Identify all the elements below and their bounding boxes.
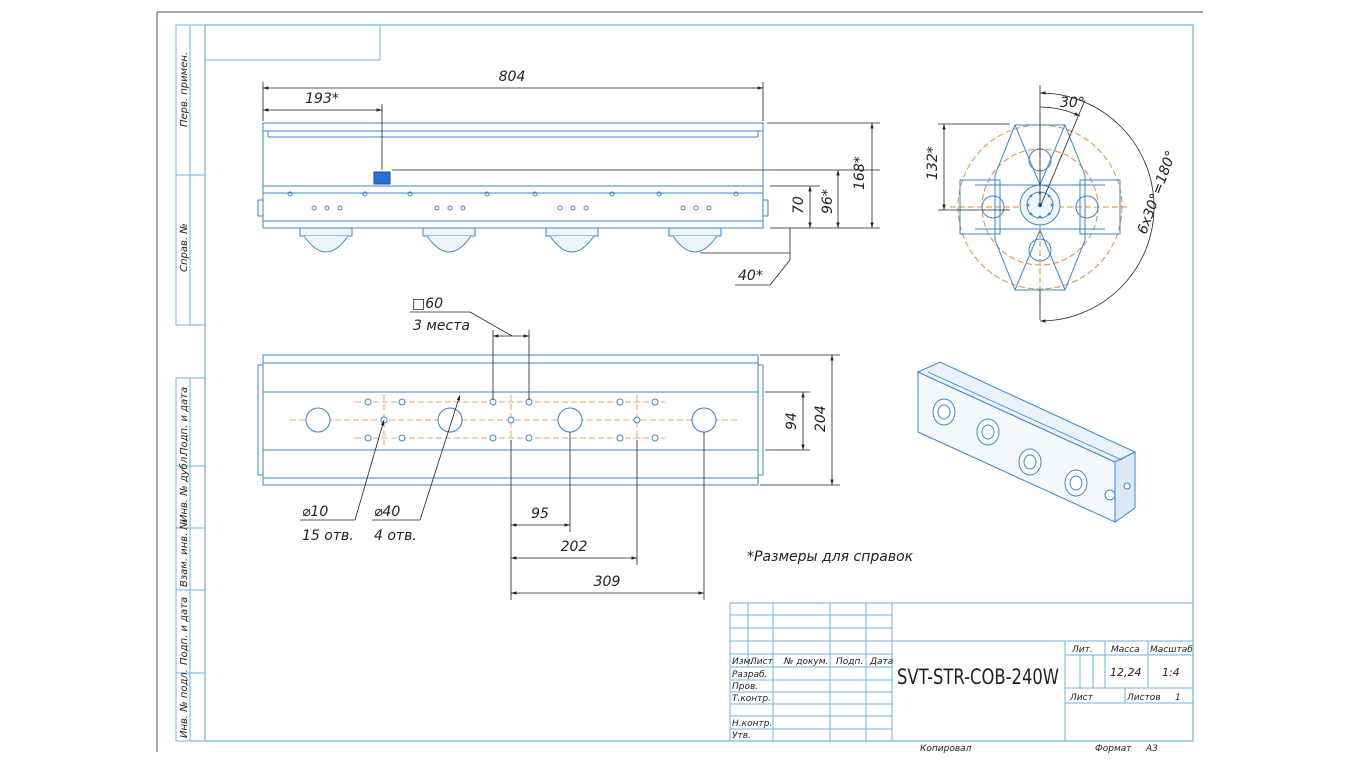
sidebar-podp-data-1: Подп. и дата [179,387,190,455]
dim-204: 204 [813,405,829,432]
dim-70: 70 [791,196,807,214]
row-prov: Пров. [732,682,758,692]
left-sidebar [175,24,206,742]
scale-label: Масштаб [1150,645,1193,655]
sidebar-sprav-no: Справ. № [179,223,190,272]
sidebar-inv-podl: Инв. № подл. [179,669,190,738]
format-value: A3 [1145,744,1158,754]
front-view: 804 193* 70 96* 168* 40* [257,69,880,286]
dim-193: 193* [305,91,339,107]
row-utv: Утв. [732,731,751,741]
sheet-label: Лист [1069,693,1094,703]
row-nkontr: Н.контр. [732,719,772,729]
sidebar-perv-primen: Перв. примен. [179,52,190,127]
sheets-value: 1 [1175,693,1181,703]
sidebar-podp-data-2: Подп. и дата [179,597,190,665]
lamp-domes [299,227,722,253]
dim-94: 94 [784,412,800,430]
dim-309: 309 [594,574,621,590]
dim-168: 168* [852,156,868,190]
hole-big-dia: ⌀40 [374,504,400,520]
connector-icon [373,171,391,185]
col-doc: № докум. [783,657,828,667]
copied-label: Копировал [920,744,972,754]
isometric-view [916,361,1137,523]
drawing-frame [204,24,1194,742]
small-holes [364,398,659,442]
mass-label: Масса [1111,645,1140,655]
dim-804: 804 [499,69,526,85]
title-block [729,602,1194,742]
row-tkontr: Т.контр. [732,694,771,704]
hole-small-count: 15 отв. [302,528,354,544]
plan-view: □60 3 места 94 204 ⌀10 15 отв. ⌀40 4 отв… [257,296,840,600]
row-razrab: Разраб. [732,670,767,680]
dim-40: 40* [738,268,763,284]
designation: SVT-STR-COB-240W [897,665,1059,689]
hole-big-count: 4 отв. [374,528,417,544]
dim-132: 132* [925,146,941,180]
col-list: Лист [749,657,774,667]
sidebar-inv-dubl: Инв. № дубл. [178,454,190,522]
format-label: Формат [1095,744,1132,754]
dim-96: 96* [820,189,836,214]
front-holes [287,191,739,211]
big-holes [305,407,717,433]
col-podp: Подп. [836,657,863,667]
col-izm: Изм. [732,657,753,667]
scale-value: 1:4 [1162,666,1180,679]
top-left-stamp-box [205,25,381,61]
sheets-label: Листов [1126,693,1161,703]
dim-202: 202 [561,539,588,555]
col-date: Дата [869,657,893,667]
hole-small-dia: ⌀10 [302,504,328,520]
dim-30-deg: 30° [1060,95,1085,111]
side-view: 30° 132* 6x30°=180° [925,85,1180,323]
mass-value: 12,24 [1110,666,1142,679]
square-label: □60 [412,296,443,312]
dim-arc: 6x30°=180° [1135,149,1180,237]
sidebar-vzam-inv: Взам. инв. № [179,519,190,587]
square-count: 3 места [413,318,470,334]
lit-label: Лит. [1071,645,1093,655]
dim-95: 95 [531,506,549,522]
reference-note: *Размеры для справок [747,549,914,565]
